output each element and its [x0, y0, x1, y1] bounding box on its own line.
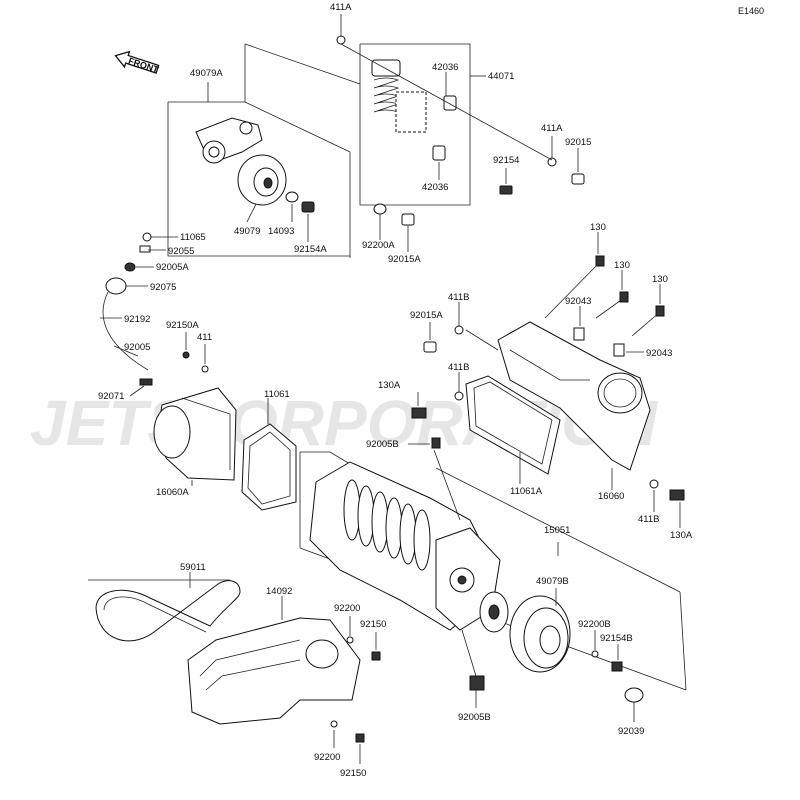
front-arrow-icon: FRONT: [114, 50, 160, 75]
label-92005a: 92005A: [156, 262, 189, 273]
label-92015a: 92015A: [388, 254, 421, 265]
label-92005b-b: 92005B: [458, 712, 491, 723]
label-59011: 59011: [180, 562, 206, 573]
belt: [88, 572, 241, 642]
diagram-code: E1460: [738, 6, 764, 16]
label-92075: 92075: [150, 282, 176, 293]
label-92150-a: 92150: [360, 619, 386, 630]
label-11061a: 11061A: [510, 486, 543, 497]
label-130a-a: 130A: [378, 380, 401, 391]
label-92039: 92039: [618, 726, 644, 737]
label-92015a-r: 92015A: [410, 310, 443, 321]
label-92200a: 92200A: [362, 240, 395, 251]
label-49079b: 49079B: [536, 576, 569, 587]
label-42036-top: 42036: [432, 62, 458, 73]
label-14092: 14092: [266, 586, 292, 597]
label-15051: 15051: [544, 525, 570, 536]
label-411a-mid: 411A: [541, 123, 563, 134]
label-411: 411: [197, 332, 212, 343]
supercharger: [299, 449, 687, 722]
label-92192: 92192: [124, 314, 150, 325]
label-92015: 92015: [565, 137, 591, 148]
part-labels: 411A 42036 44071 49079A 411A 92015 92154…: [98, 2, 693, 779]
label-92154a: 92154A: [294, 244, 327, 255]
label-92071: 92071: [98, 391, 124, 402]
label-92005b-a: 92005B: [366, 439, 399, 450]
belt-cover: [187, 596, 381, 764]
cable-group: [100, 232, 209, 397]
label-411b-b: 411B: [448, 362, 469, 373]
label-44071: 44071: [488, 71, 514, 82]
label-130a-b: 130A: [670, 530, 693, 541]
label-92055: 92055: [168, 246, 194, 257]
label-411a-top: 411A: [330, 2, 352, 13]
label-411b-c: 411B: [638, 514, 659, 525]
label-130-a: 130: [590, 222, 606, 233]
label-42036-bot: 42036: [422, 182, 448, 193]
label-130-b: 130: [614, 260, 630, 271]
front-label: FRONT: [127, 56, 160, 75]
label-130-c: 130: [652, 274, 668, 285]
label-92043-b: 92043: [646, 348, 672, 359]
label-49079a: 49079A: [190, 68, 223, 79]
label-14093: 14093: [268, 226, 294, 237]
label-92200-b: 92200: [314, 752, 340, 763]
label-16060a: 16060A: [156, 487, 189, 498]
label-16060: 16060: [598, 491, 624, 502]
label-92150-b: 92150: [340, 768, 366, 779]
label-411b-a: 411B: [448, 292, 469, 303]
label-92043-a: 92043: [565, 296, 591, 307]
label-92154b: 92154B: [600, 633, 633, 644]
label-92200b: 92200B: [578, 619, 611, 630]
label-49079: 49079: [234, 226, 260, 237]
housing-right: [408, 232, 685, 528]
label-92154: 92154: [493, 155, 519, 166]
label-92005: 92005: [124, 342, 150, 353]
tensioner-group: [167, 14, 585, 258]
label-92200-a: 92200: [334, 603, 360, 614]
label-92150a: 92150A: [166, 320, 199, 331]
label-11061: 11061: [264, 389, 290, 400]
housing-left: [153, 387, 297, 511]
label-11065: 11065: [180, 232, 206, 243]
